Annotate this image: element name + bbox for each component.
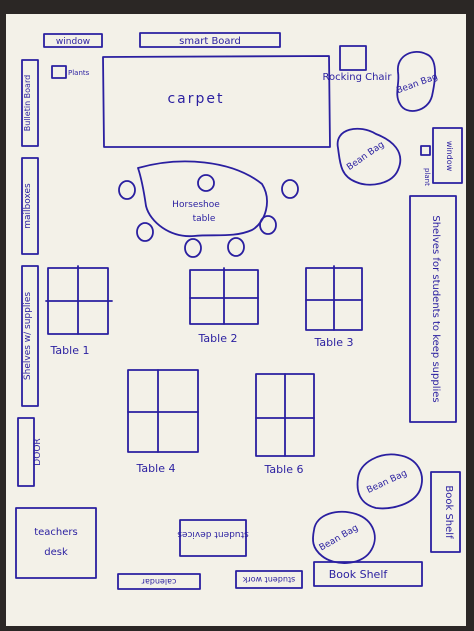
window-top-label: window — [56, 37, 90, 47]
shelves-supplies-label: Shelves w/ supplies — [23, 292, 33, 380]
plants-label: Plants — [68, 69, 90, 77]
table-1-grid — [45, 265, 113, 335]
table-3-label: Table 3 — [314, 336, 354, 349]
table-6-label: Table 6 — [264, 463, 304, 476]
teachers-desk-label-line2: desk — [44, 547, 68, 558]
smart-board-label: smart Board — [179, 36, 241, 47]
student-devices-label: student devices — [177, 529, 249, 539]
horseshoe-seat-5 — [259, 215, 277, 235]
smart-board-box — [139, 32, 281, 48]
bean-bag-label-4: Bean Bag — [318, 523, 360, 553]
window-top-box — [43, 33, 103, 48]
bean-bag-lower-right — [356, 453, 423, 510]
carpet-label: carpet — [167, 91, 224, 107]
table-4-label: Table 4 — [136, 462, 176, 475]
table-2-grid — [189, 267, 259, 325]
horseshoe-label-line2: table — [193, 214, 216, 224]
student-shelves-box — [409, 195, 457, 423]
teachers-desk-box — [15, 507, 97, 579]
bean-bag-label-2: Bean Bag — [345, 140, 386, 173]
horseshoe-seat-1 — [118, 180, 136, 200]
horseshoe-table-outline — [137, 160, 268, 237]
shelves-supplies-box — [21, 265, 39, 407]
paper-sheet — [6, 14, 466, 626]
door-box — [17, 417, 35, 487]
carpet-area — [102, 55, 331, 148]
book-shelf-right-label: Book Shelf — [443, 485, 454, 539]
table-2-label: Table 2 — [198, 332, 238, 345]
horseshoe-seat-4 — [136, 222, 154, 242]
table-6-grid — [255, 373, 315, 457]
student-work-label: student work — [242, 575, 295, 584]
bulletin-board-box — [21, 59, 39, 147]
horseshoe-seat-6 — [184, 238, 202, 258]
plant-box — [420, 145, 431, 156]
table-3-grid — [305, 265, 363, 331]
book-shelf-bottom-box — [313, 561, 423, 587]
rocking-chair-box — [339, 45, 367, 71]
bulletin-board-label: Bulletin Board — [23, 75, 32, 131]
door-label: DOOR — [33, 438, 43, 465]
book-shelf-bottom-label: Book Shelf — [329, 568, 389, 581]
teachers-desk-label-line1: teachers — [34, 527, 78, 538]
horseshoe-seat-2 — [197, 174, 215, 192]
table-4-grid — [127, 369, 199, 453]
plants-box — [51, 65, 67, 79]
student-shelves-label: Shelves for students to keep supplies — [430, 215, 441, 402]
horseshoe-seat-7 — [227, 237, 245, 257]
bean-bag-top-right — [396, 50, 436, 112]
bean-bag-label-3: Bean Bag — [365, 469, 408, 496]
plant-label: plant — [423, 168, 431, 186]
student-devices-box — [179, 519, 247, 557]
table-1-label: Table 1 — [50, 344, 90, 357]
book-shelf-right-box — [430, 471, 461, 553]
window-right-box — [432, 127, 463, 184]
calendar-label: calendar — [141, 577, 176, 586]
mailboxes-label: mailboxes — [23, 183, 33, 229]
student-work-box — [235, 570, 303, 589]
window-right-label: window — [445, 141, 454, 172]
bean-bag-bottom — [312, 510, 376, 564]
bean-bag-middle-right — [336, 127, 402, 186]
calendar-box — [117, 573, 201, 590]
horseshoe-seat-3 — [281, 179, 299, 199]
horseshoe-label-line1: Horseshoe — [172, 200, 220, 210]
mailboxes-box — [21, 157, 39, 255]
rocking-chair-label: Rocking Chair — [323, 72, 393, 83]
